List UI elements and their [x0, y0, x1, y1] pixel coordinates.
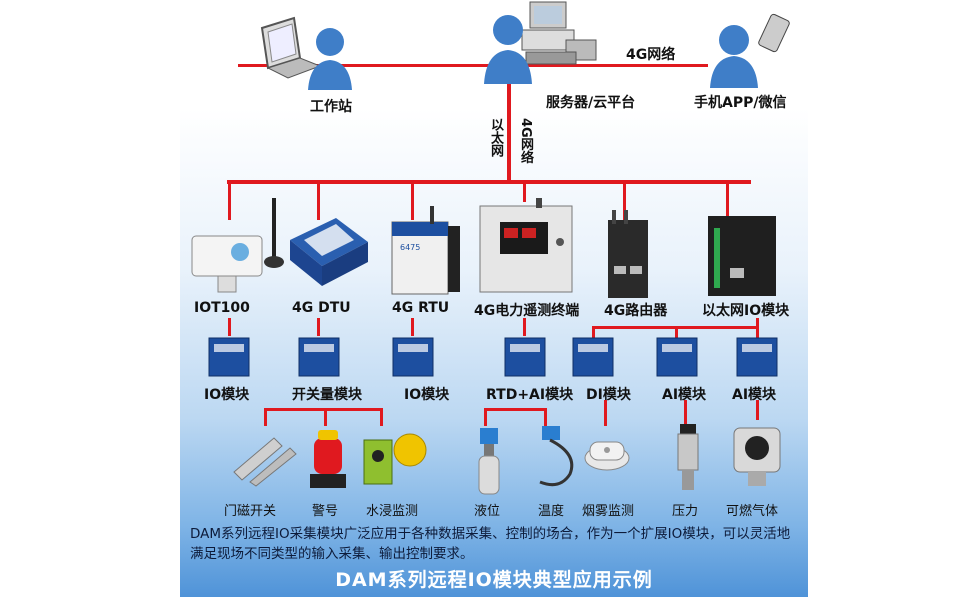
smoke-detector [584, 441, 630, 471]
module-label: AI模块 [662, 387, 707, 403]
server-trunk-line [507, 64, 511, 182]
drop-line [317, 182, 320, 220]
gateway-module-line [411, 318, 414, 336]
gateway-module-line [523, 318, 526, 336]
level-sensor [478, 428, 500, 495]
pressure-sensor [677, 424, 699, 490]
sensor-label: 水浸监测 [366, 504, 419, 519]
drop-line [523, 182, 526, 202]
door-magnet-sensor [233, 437, 297, 487]
mobile-icon [710, 13, 790, 88]
gateway-module-line [675, 326, 678, 338]
sensor-label: 警号 [312, 504, 339, 519]
io-module-device [736, 337, 778, 377]
sensor-label: 压力 [672, 504, 699, 519]
gateway-module-line [592, 326, 595, 338]
gateway-label: 4G电力遥测终端 [474, 303, 580, 319]
server-icon [484, 1, 597, 84]
water-leak-sensor [363, 433, 427, 485]
io-module-device [208, 337, 250, 377]
sensor-label: 液位 [474, 504, 501, 519]
sensor-drop-line [544, 408, 547, 426]
gateway-module-line [317, 318, 320, 336]
network-4g-vertical-label: 4G网络 [518, 118, 533, 164]
sensor-drop-line [684, 400, 687, 426]
module-label: DI模块 [586, 387, 631, 403]
sensor-drop-line [264, 408, 267, 426]
gateway-module-line [756, 318, 759, 338]
4g-rtu-device: 6475 [391, 206, 460, 295]
gateway-label: 以太网IO模块 [702, 303, 790, 319]
io-module-device [298, 337, 340, 377]
gateway-module-line [228, 318, 231, 336]
drop-line [228, 182, 231, 220]
ethernet-label: 以太网 [488, 118, 503, 157]
server-label: 服务器/云平台 [546, 95, 636, 111]
gateway-label: 4G DTU [292, 300, 351, 316]
sensor-label: 温度 [538, 504, 565, 519]
main-bus-line [227, 180, 751, 184]
sensor-drop-line [380, 408, 383, 426]
description-text: DAM系列远程IO采集模块广泛应用于各种数据采集、控制的场合，作为一个扩展IO模… [190, 526, 791, 562]
4g-dtu-device [290, 218, 368, 286]
gateway-label: 4G RTU [392, 300, 450, 316]
antenna-icon [264, 198, 284, 268]
workstation-icon [260, 16, 352, 90]
drop-line [726, 182, 729, 216]
sensor-drop-line [484, 408, 487, 426]
top-bus-line [238, 64, 708, 67]
rtu-model-text: 6475 [400, 243, 420, 252]
temperature-sensor [539, 426, 574, 487]
sensor-drop-line [756, 400, 759, 420]
diagram-panel: 工作站 服务器/云平台 4G网络 手机APP/微信 以太网 4G网络 [180, 0, 808, 597]
io-module-device [504, 337, 546, 377]
rtd-module-sensor-bus [484, 408, 546, 411]
sensor-label: 可燃气体 [726, 504, 779, 519]
io-module-device [572, 337, 614, 377]
module-label: IO模块 [404, 387, 450, 403]
power-telemetry-terminal [479, 198, 573, 293]
mobile-label: 手机APP/微信 [694, 95, 787, 111]
4g-router-device [608, 210, 648, 298]
module-label: 开关量模块 [292, 387, 362, 403]
workstation-label: 工作站 [310, 99, 352, 115]
gateway-label: IOT100 [194, 300, 250, 316]
io-module-device [392, 337, 434, 377]
gas-detector [733, 427, 781, 486]
sensor-drop-line [604, 400, 607, 426]
gateway-label: 4G路由器 [604, 303, 668, 319]
network-4g-label: 4G网络 [626, 47, 676, 63]
iot100-device [191, 235, 263, 293]
footer-title: DAM系列远程IO模块典型应用示例 [335, 569, 653, 591]
ethernet-io-module-device [708, 216, 776, 296]
sensor-drop-line [324, 408, 327, 426]
module-label: RTD+AI模块 [486, 387, 574, 403]
switch-module-sensor-bus [264, 408, 382, 411]
module-label: IO模块 [204, 387, 250, 403]
sensor-label: 烟雾监测 [582, 504, 635, 519]
drop-line [623, 182, 626, 220]
drop-line [411, 182, 414, 220]
io-module-device [656, 337, 698, 377]
module-label: AI模块 [732, 387, 777, 403]
sensor-label: 门磁开关 [224, 504, 277, 519]
alarm-siren [310, 430, 346, 488]
